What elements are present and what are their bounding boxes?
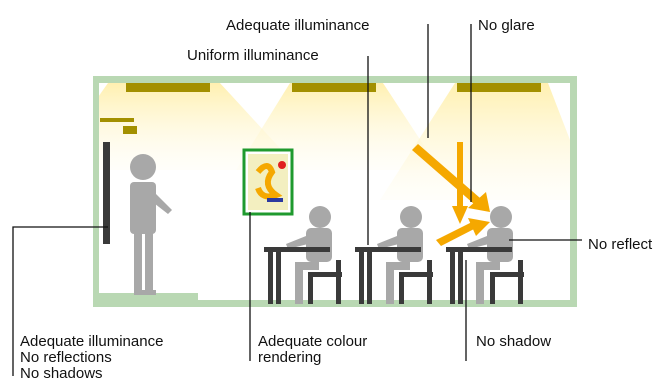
label-bottom-left-3: No shadows xyxy=(20,365,103,382)
room-right-wall xyxy=(570,76,577,307)
label-uniform-illuminance: Uniform illuminance xyxy=(187,47,319,64)
leader-bottom-left xyxy=(12,226,108,376)
room-frame xyxy=(93,76,577,307)
arrow-reflection xyxy=(436,218,490,246)
room-ceiling xyxy=(93,76,577,83)
label-adequate-illuminance: Adequate illuminance xyxy=(226,17,370,34)
wall-lamp-arm xyxy=(100,118,134,122)
label-bottom-left-1: Adequate illuminance xyxy=(20,333,164,350)
student-1 xyxy=(264,206,342,304)
light-beam-left xyxy=(96,83,300,170)
light-fixture-right xyxy=(457,83,541,92)
room-left-wall xyxy=(93,76,99,307)
light-beams xyxy=(96,83,570,200)
arrow-vertical xyxy=(452,142,468,224)
label-no-reflections-right: No reflect xyxy=(588,236,653,253)
label-no-glare: No glare xyxy=(478,17,535,34)
colour-poster xyxy=(242,148,294,216)
light-beam-right xyxy=(380,83,570,200)
room-floor xyxy=(93,300,577,307)
light-fixture-center xyxy=(292,83,376,92)
blackboard xyxy=(103,142,110,244)
wall-lamp-head xyxy=(123,126,137,134)
light-beam-center xyxy=(236,83,440,170)
student-2 xyxy=(355,206,433,304)
leader-lines xyxy=(12,24,582,376)
beam-gap-2 xyxy=(383,83,455,125)
beam-gap-1 xyxy=(220,83,290,120)
teacher-figure xyxy=(130,154,172,295)
floor-step xyxy=(93,293,198,307)
light-fixtures xyxy=(100,83,541,134)
light-arrows xyxy=(412,142,490,246)
light-fixture-left xyxy=(126,83,210,92)
label-colour-rendering-2: rendering xyxy=(258,349,322,366)
student-3 xyxy=(446,206,524,304)
label-bottom-left-2: No reflections xyxy=(20,349,112,366)
label-no-shadow: No shadow xyxy=(476,333,552,350)
label-colour-rendering-1: Adequate colour xyxy=(258,333,368,350)
